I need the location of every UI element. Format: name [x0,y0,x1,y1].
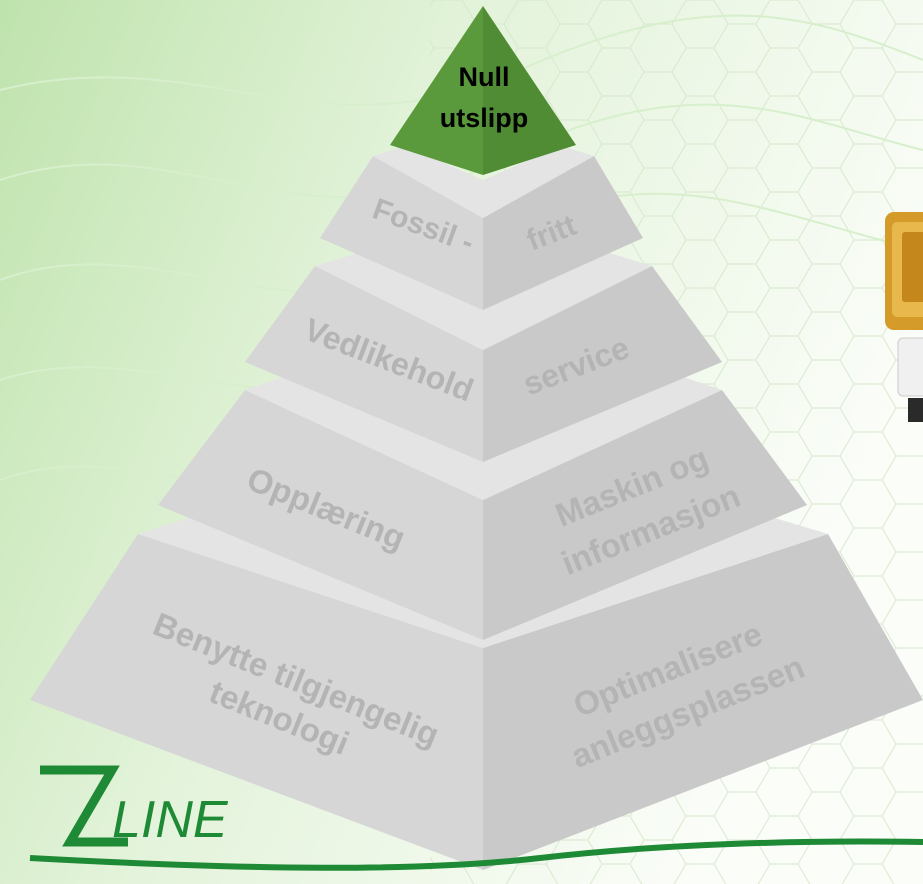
top-label-line1: Null [459,62,510,92]
top-left-face [390,6,483,175]
level-1-left-face [320,156,483,310]
level-2-left-face [245,266,483,462]
pyramid-level-1 [320,146,643,310]
logo-swoosh [29,838,923,871]
level-3-right-face [483,390,807,640]
top-right-face [483,6,576,175]
level-1-right-face [483,156,643,310]
level-3-left-face [158,390,483,640]
level-4-left-face [30,534,483,870]
level-1-top-face [373,146,594,218]
level-2-right-face [483,266,722,462]
logo-text: LINE [112,791,229,849]
level-4-right-face [483,534,923,870]
device-image [885,212,923,422]
zline-logo: LINE [29,765,923,871]
top-label-line2: utslipp [440,103,529,133]
logo-z-mark [40,765,128,847]
pyramid-top [390,6,576,175]
